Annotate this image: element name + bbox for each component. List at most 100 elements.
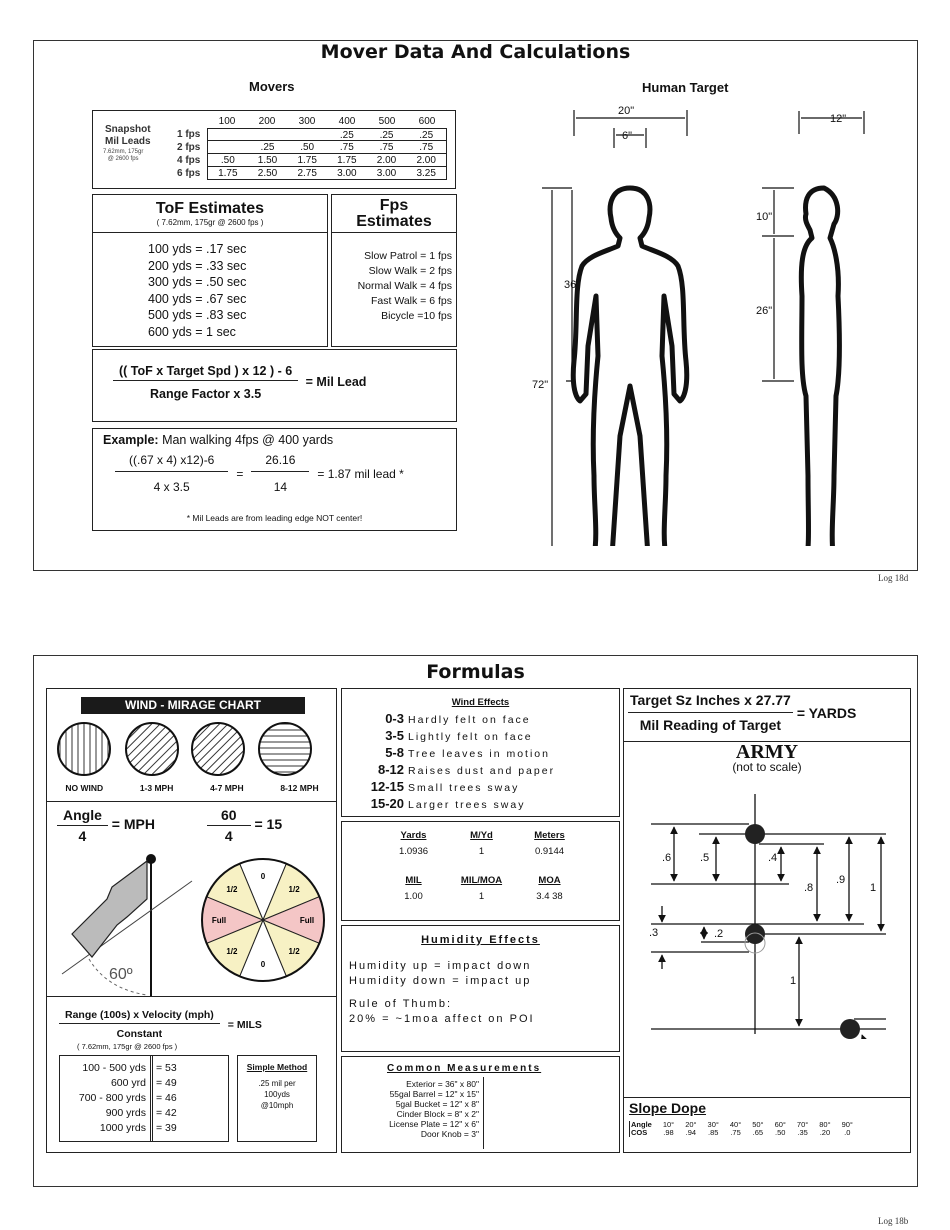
conversion-header: Yards bbox=[400, 830, 427, 841]
no-wind-icon bbox=[57, 722, 111, 776]
speed-label: 6 fps bbox=[177, 168, 201, 179]
head-dimension: 6" bbox=[622, 130, 632, 142]
mil-lead-cell bbox=[248, 129, 288, 140]
velocity-label: @ 2600 fps bbox=[107, 156, 139, 162]
mil-lead-cell: .75 bbox=[419, 142, 434, 153]
slope-column: 20°.94 bbox=[685, 1121, 696, 1137]
mil-lead-cell: 1.50 bbox=[257, 155, 278, 166]
mil-lead-cell: .75 bbox=[339, 142, 354, 153]
mil-lead-cell: 2.00 bbox=[376, 155, 397, 166]
slope-cos: .85 bbox=[707, 1128, 719, 1137]
example-label: Example: bbox=[103, 433, 159, 447]
fps-row: Slow Walk = 2 fps bbox=[368, 265, 452, 277]
range-header-cell: 100 bbox=[218, 116, 236, 127]
clock-label: 1/2 bbox=[226, 947, 238, 956]
light-wind-icon bbox=[125, 722, 179, 776]
slope-column: 60°.50 bbox=[775, 1121, 786, 1137]
wind-description: Raises dust and paper bbox=[408, 765, 556, 777]
slope-column: 50°.65 bbox=[752, 1121, 763, 1137]
reticle-measurement-label: .8 bbox=[804, 882, 813, 894]
slope-angle: 70° bbox=[796, 1120, 809, 1129]
example-denominator: 4 bbox=[224, 828, 233, 844]
simple-method-box: Simple Method .25 mil per 100yds @10mph bbox=[237, 1055, 317, 1142]
mirage-label: 1-3 MPH bbox=[139, 783, 174, 793]
wind-speed: 12-15 bbox=[370, 779, 404, 794]
tof-row: 600 yds = 1 sec bbox=[148, 324, 236, 339]
army-title: ARMY bbox=[735, 741, 799, 763]
mirage-label: 8-12 MPH bbox=[280, 783, 319, 793]
example-note: * Mil Leads are from leading edge NOT ce… bbox=[186, 513, 363, 523]
rule-of-thumb-label: Rule of Thumb: bbox=[349, 998, 453, 1010]
rule-of-thumb-text: 20% = ~1moa affect on POI bbox=[349, 1013, 535, 1025]
reticle-measurement-label: .6 bbox=[662, 852, 671, 864]
tof-row: 200 yds = .33 sec bbox=[148, 258, 247, 273]
simple-method-line: 100yds bbox=[264, 1090, 290, 1099]
mover-data-page: Mover Data And Calculations Movers Human… bbox=[33, 40, 918, 571]
mil-dot-reticle-diagram: .6.5.4.8.91.3.21.1 bbox=[649, 794, 886, 1039]
slope-angle: 20° bbox=[685, 1120, 697, 1129]
reticle-measurement-label: 1 bbox=[790, 975, 796, 987]
slope-column: 90°.0 bbox=[842, 1121, 853, 1137]
simple-method-line: .25 mil per bbox=[258, 1079, 296, 1088]
range-row-label: 600 yrd bbox=[110, 1077, 146, 1089]
mil-lead-cell: 3.00 bbox=[376, 168, 397, 179]
range-row-label: 900 yrds bbox=[105, 1107, 146, 1119]
moderate-wind-icon bbox=[191, 722, 245, 776]
common-measurement-row: Door Knob = 3" bbox=[420, 1129, 479, 1139]
slope-cos: .0 bbox=[844, 1128, 851, 1137]
range-header-cell: 500 bbox=[378, 116, 396, 127]
example-denominator: 4 x 3.5 bbox=[153, 480, 190, 494]
side-torso-dimension: 26" bbox=[756, 305, 772, 317]
log-label: Log 18d bbox=[878, 573, 909, 583]
range-header-cell: 400 bbox=[338, 116, 356, 127]
movers-heading: Movers bbox=[249, 79, 295, 94]
humidity-title: Humidity Effects bbox=[421, 934, 540, 946]
common-measurement-row: 5gal Bucket = 12" x 8" bbox=[395, 1099, 479, 1109]
example-numerator-2: 26.16 bbox=[251, 453, 310, 472]
example-box: Example: Man walking 4fps @ 400 yards ((… bbox=[92, 428, 457, 531]
mirage-circles bbox=[57, 722, 312, 776]
mil-lead-cell bbox=[287, 129, 327, 140]
mil-lead-cell: .25 bbox=[260, 142, 275, 153]
conversion-header: MOA bbox=[538, 875, 561, 886]
conversion-header: MIL/MOA bbox=[460, 875, 503, 886]
tof-row: 500 yds = .83 sec bbox=[148, 308, 247, 322]
side-width-dimension: 12" bbox=[830, 113, 846, 125]
range-row-constant: = 46 bbox=[156, 1092, 177, 1104]
conversion-value: 1.0936 bbox=[398, 846, 429, 857]
mirage-label: 4-7 MPH bbox=[210, 783, 244, 793]
simple-method-title: Simple Method bbox=[246, 1062, 308, 1072]
fps-row: Normal Walk = 4 fps bbox=[357, 280, 452, 292]
mil-lead-cell: .25 bbox=[419, 130, 434, 141]
reticle-measurement-label: .5 bbox=[700, 852, 709, 864]
speed-label: 1 fps bbox=[177, 129, 201, 140]
clock-label: Full bbox=[300, 916, 314, 925]
slope-cos: .35 bbox=[797, 1128, 808, 1137]
humidity-line: Humidity up = impact down bbox=[349, 960, 532, 972]
tof-row: 300 yds = .50 sec bbox=[148, 275, 247, 289]
height-dimension: 72" bbox=[532, 379, 548, 391]
equals-sign: = bbox=[236, 466, 244, 481]
humidity-effects-box: Humidity Effects Humidity up = impact do… bbox=[341, 925, 620, 1052]
wind-speed: 0-3 bbox=[385, 711, 404, 726]
formula-denominator: Range Factor x 3.5 bbox=[150, 387, 262, 401]
common-measurement-row: License Plate = 12" x 6" bbox=[389, 1119, 479, 1129]
common-measurements-title: Common Measurements bbox=[387, 1063, 542, 1074]
slope-angle: 40° bbox=[729, 1120, 742, 1129]
tof-row: 400 yds = .67 sec bbox=[148, 291, 247, 306]
flag-angle-diagram: 60º bbox=[61, 854, 193, 997]
fps-row: Slow Patrol = 1 fps bbox=[364, 250, 452, 262]
conversion-value: 1.00 bbox=[404, 891, 423, 902]
formula-result: = Mil Lead bbox=[305, 374, 367, 389]
conversion-header: Meters bbox=[534, 830, 565, 841]
range-row-label: 100 - 500 yds bbox=[82, 1062, 146, 1074]
fps-title: Fps bbox=[379, 197, 409, 214]
